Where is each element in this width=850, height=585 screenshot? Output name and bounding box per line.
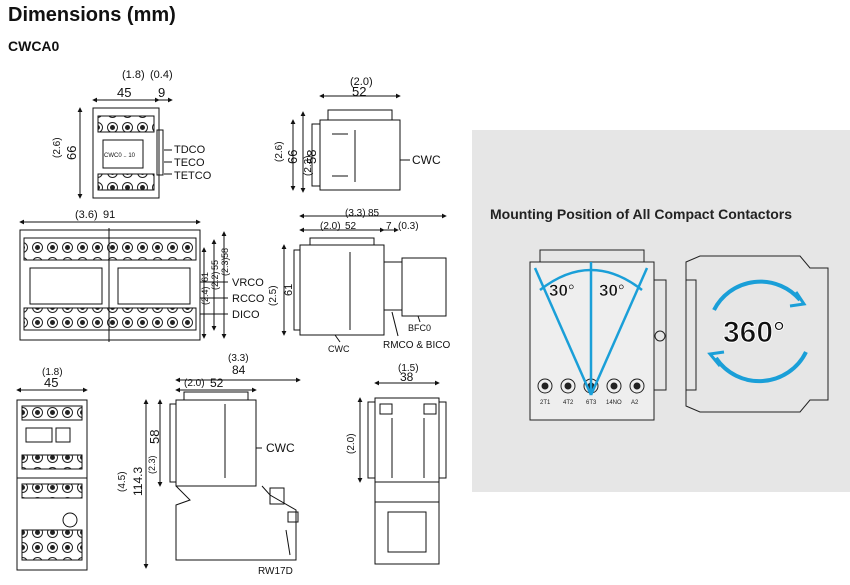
rev-dim-0-tol: (2.4) bbox=[200, 286, 210, 305]
side-depth: 52 bbox=[352, 84, 366, 99]
overload-side-view bbox=[143, 377, 301, 569]
model-label: CWCA0 bbox=[8, 38, 60, 54]
ovl-side-total-tol: (3.3) bbox=[228, 353, 249, 364]
rev-dim-0: 61 bbox=[200, 272, 210, 282]
acc-tetco: TETCO bbox=[174, 170, 212, 182]
reversing-side-view bbox=[281, 213, 447, 343]
rev-side-rmco: RMCO & BICO bbox=[383, 340, 450, 351]
rev-side-gap: 7 bbox=[386, 221, 392, 232]
ovl-side-h-total-tol: (4.5) bbox=[117, 471, 128, 492]
rev-side-depth: 52 bbox=[345, 221, 357, 232]
front-side-tol: (0.4) bbox=[150, 69, 173, 81]
terminal-0: 2T1 bbox=[540, 400, 551, 406]
rev-side-cwc: CWC bbox=[328, 344, 350, 354]
acc-vrco: VRCO bbox=[232, 277, 264, 289]
acc-dico: DICO bbox=[232, 309, 260, 321]
ovl-front-width-tol: (1.8) bbox=[42, 367, 63, 378]
front-width-tol: (1.8) bbox=[122, 69, 145, 81]
front-width: 45 bbox=[117, 85, 131, 100]
rev-side-bfc0: BFC0 bbox=[408, 323, 431, 333]
terminal-3: 14NO bbox=[606, 400, 622, 406]
side-height-a: 66 bbox=[285, 150, 300, 164]
side-label-cwc: CWC bbox=[412, 153, 441, 167]
rev-side-height: 61 bbox=[283, 284, 295, 296]
side-depth-tol: (2.0) bbox=[350, 76, 373, 88]
overload-end-view bbox=[357, 380, 447, 565]
terminal-4: A2 bbox=[631, 400, 639, 406]
rev-side-gap-tol: (0.3) bbox=[398, 221, 419, 232]
rev-side-height-tol: (2.5) bbox=[268, 285, 279, 306]
front-height-tol: (2.6) bbox=[52, 137, 63, 158]
rev-side-total-tol: (3.3) bbox=[345, 208, 366, 219]
angle-lines bbox=[533, 262, 649, 396]
ovl-side-cwc: CWC bbox=[266, 441, 295, 455]
terminal-1: 4T2 bbox=[563, 400, 574, 406]
front-side: 9 bbox=[158, 85, 165, 100]
angle-left-label: 30° bbox=[549, 281, 575, 300]
rev-width-tol: (3.6) bbox=[75, 209, 98, 221]
front-nameplate: CWC0 .. 10 bbox=[104, 153, 136, 159]
ovl-end-height-tol: (2.0) bbox=[346, 433, 357, 454]
rotation-label: 360° bbox=[723, 316, 785, 349]
ovl-side-rw17d: RW17D bbox=[258, 566, 293, 577]
rev-dim-2: 58 bbox=[220, 248, 230, 258]
front-height: 66 bbox=[64, 146, 79, 160]
rev-side-total: 85 bbox=[368, 208, 380, 219]
ovl-end-width-tol: (1.5) bbox=[398, 363, 419, 374]
rev-dim-2-tol: (2.3) bbox=[220, 257, 230, 276]
acc-rcco: RCCO bbox=[232, 293, 265, 305]
acc-tdco: TDCO bbox=[174, 144, 206, 156]
overload-front-view bbox=[16, 387, 88, 571]
reversing-front-view bbox=[19, 219, 228, 342]
side-height-b-tol: (2.3) bbox=[303, 155, 314, 176]
rotation-arrows bbox=[707, 279, 808, 384]
side-view bbox=[290, 93, 410, 193]
ovl-side-depth: 52 bbox=[210, 376, 224, 390]
ovl-front-width: 45 bbox=[44, 375, 58, 390]
mounting-title: Mounting Position of All Compact Contact… bbox=[490, 206, 793, 222]
ovl-side-h-total: 114.3 bbox=[131, 467, 145, 496]
ovl-side-h-a: 58 bbox=[147, 430, 162, 444]
ovl-end-width: 38 bbox=[400, 370, 414, 384]
acc-teco: TECO bbox=[174, 157, 205, 169]
ovl-side-h-a-tol: (2.3) bbox=[147, 455, 157, 474]
side-height-a-tol: (2.6) bbox=[274, 141, 285, 162]
ovl-side-depth-tol: (2.0) bbox=[184, 378, 205, 389]
side-height-b: 58 bbox=[304, 150, 319, 164]
rev-dim-1-tol: (2.2) bbox=[210, 271, 220, 290]
front-view bbox=[77, 97, 173, 199]
page-title: Dimensions (mm) bbox=[8, 4, 176, 26]
terminal-2: 6T3 bbox=[586, 400, 597, 406]
rev-side-depth-tol: (2.0) bbox=[320, 221, 341, 232]
angle-right-label: 30° bbox=[599, 281, 625, 300]
ovl-side-total: 84 bbox=[232, 363, 246, 377]
rev-dim-1: 55 bbox=[210, 260, 220, 270]
rev-width: 91 bbox=[103, 209, 115, 221]
